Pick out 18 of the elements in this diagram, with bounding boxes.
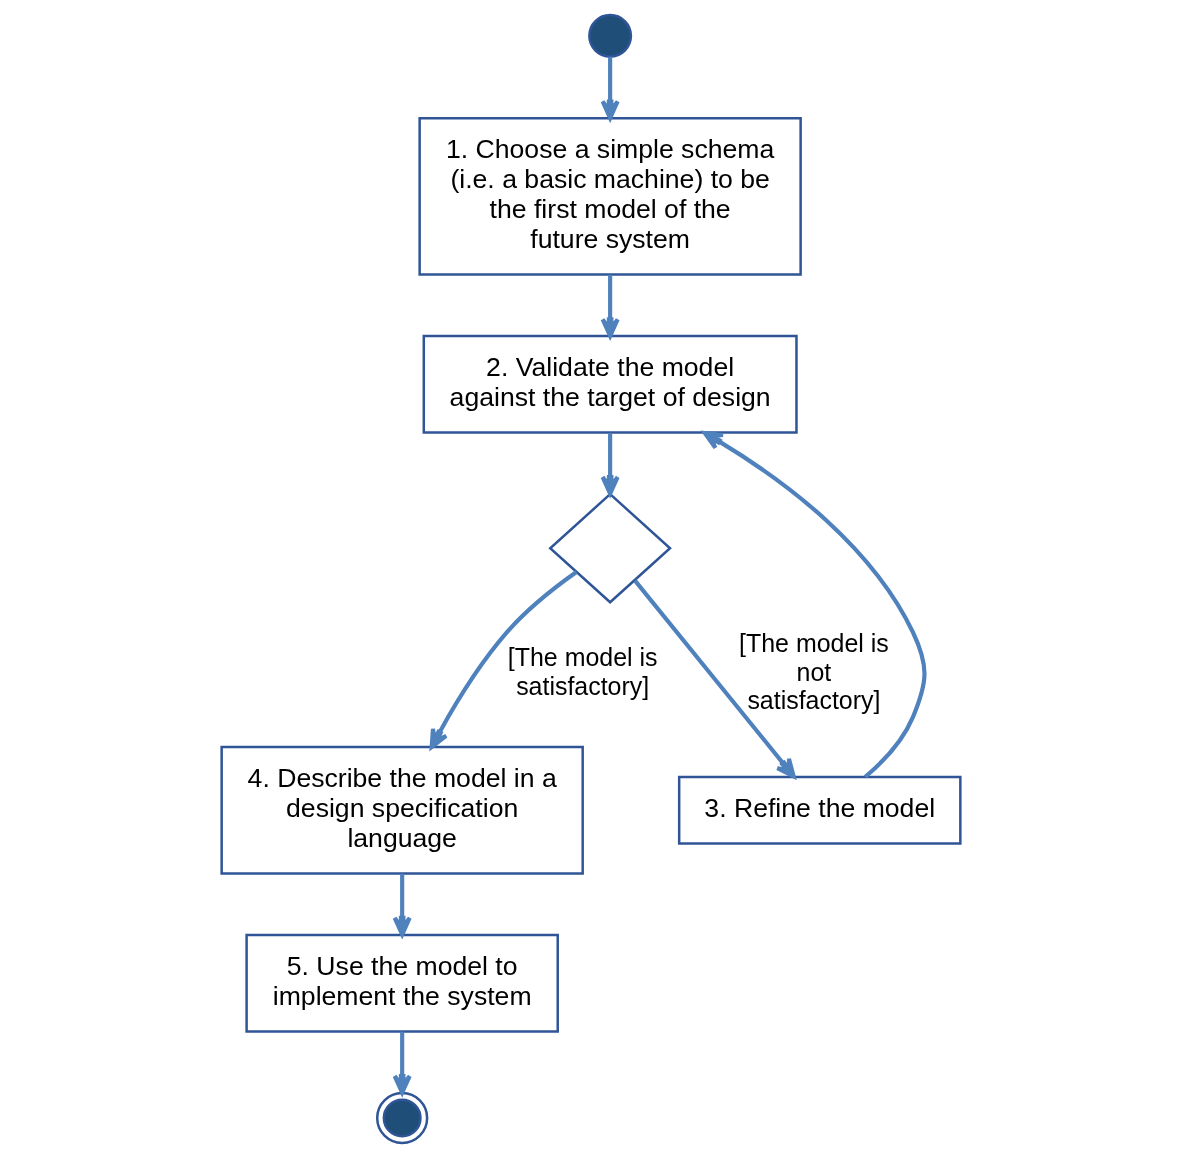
node-circle (375, 1091, 429, 1145)
node-diamond (548, 492, 672, 604)
arrow (429, 570, 578, 750)
edge-label: [The model is satisfactory] (507, 643, 658, 700)
node-box: 1. Choose a simple schema (i.e. a basic machine) to be the first model of the future system (418, 116, 802, 276)
arrow (392, 873, 412, 937)
arrow (600, 56, 620, 121)
arrow (392, 1031, 412, 1095)
arrow (633, 579, 796, 779)
node-box: 2. Validate the model against the target of design (422, 334, 798, 434)
node-box: 5. Use the model to implement the system (245, 933, 559, 1033)
arrow (600, 274, 620, 339)
arrow (600, 432, 620, 496)
node-box: 3. Refine the model (677, 775, 962, 845)
node-box: 4. Describe the model in a design specification language (220, 745, 584, 875)
node-circle (588, 13, 633, 58)
arrow (702, 430, 927, 779)
edge-label: [The model is not satisfactory] (739, 629, 889, 714)
